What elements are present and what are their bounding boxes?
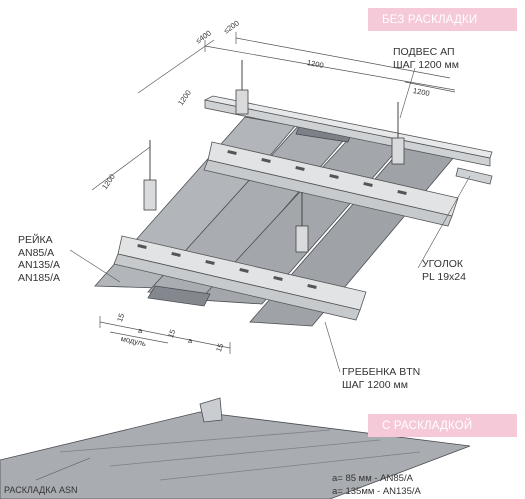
layout-variant-panel [0, 397, 471, 499]
badge-without-layout: БЕЗ РАСКЛАДКИ [368, 8, 517, 31]
angle-profile-right [455, 167, 493, 185]
slat-label: РЕЙКА AN85/A AN135/A AN185/A [18, 234, 60, 284]
comb-slots [137, 149, 407, 289]
layout-asn-label: РАСКЛАДКА ASN [4, 485, 78, 495]
slat-type: AN85/A [18, 246, 55, 259]
angle-size: PL 19x24 [422, 270, 466, 283]
hanger-clips [143, 89, 405, 253]
dim-a: a [188, 336, 193, 345]
dim-a: a [138, 326, 143, 335]
slat-type: AN185/A [18, 271, 61, 284]
module-note: a= 85 мм - AN85/A [332, 473, 413, 484]
hanger-title: ПОДВЕС АП [393, 46, 455, 58]
comb-label: ГРЕБЕНКА BTN ШАГ 1200 мм [342, 366, 420, 391]
angle-label: УГОЛОК PL 19x24 [422, 258, 466, 283]
slat-panel [147, 285, 211, 307]
comb-step: ШАГ 1200 мм [342, 378, 408, 391]
module-note: a= 135мм - AN135/A [332, 486, 421, 497]
angle-title: УГОЛОК [422, 258, 463, 270]
hanger-label: ПОДВЕС АП ШАГ 1200 мм [393, 46, 459, 71]
comb-title: ГРЕБЕНКА BTN [342, 366, 421, 378]
top-dimension-lines [91, 32, 456, 191]
module-dimension-lines [99, 316, 231, 354]
hanger-step: ШАГ 1200 мм [393, 58, 459, 71]
badge-without-layout-text: БЕЗ РАСКЛАДКИ [382, 13, 478, 26]
slat-title: РЕЙКА [18, 234, 53, 246]
badge-with-layout-text: С РАСКЛАДКОЙ [382, 419, 473, 432]
badge-with-layout: С РАСКЛАДКОЙ [368, 414, 517, 437]
slat-type: AN135/A [18, 259, 61, 271]
module-notes: a= 85 мм - AN85/A a= 135мм - AN135/A [332, 472, 421, 498]
leader-lines [69, 67, 471, 373]
